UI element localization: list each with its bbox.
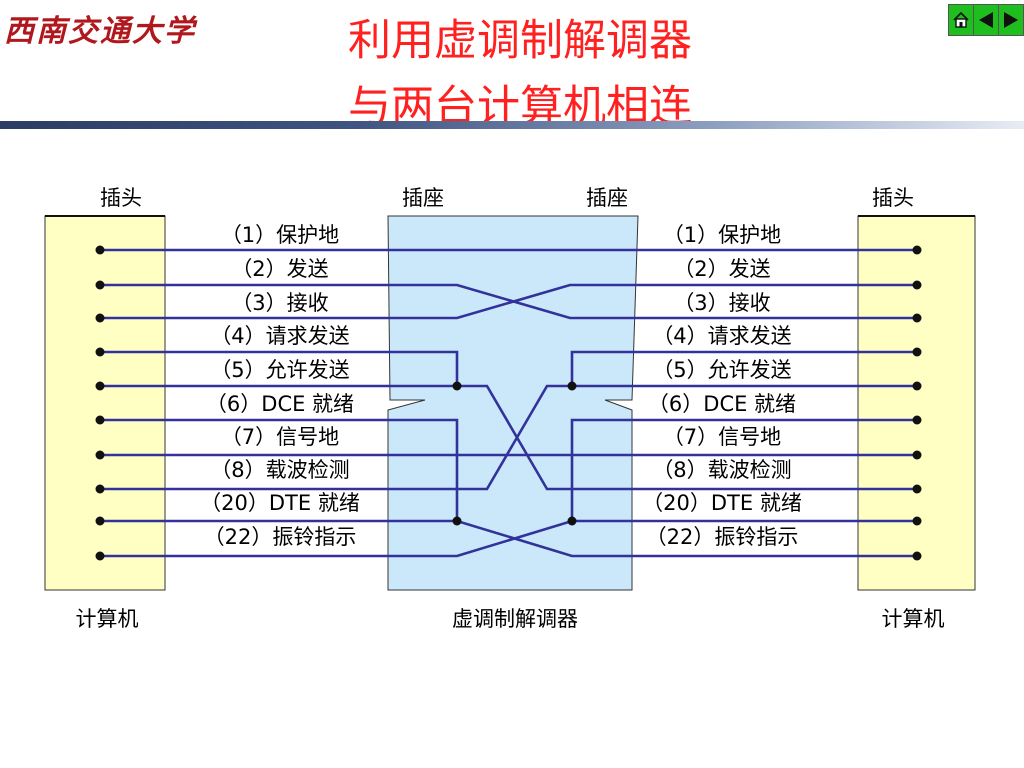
right-computer-connector — [858, 216, 975, 590]
triangle-left-icon — [979, 12, 993, 28]
left-junction-dot — [452, 381, 462, 391]
wire-left-rts-loop — [100, 350, 459, 386]
left-pin-dot — [95, 450, 105, 460]
left-pin-dot — [95, 516, 105, 526]
left-signal-label: （4）请求发送 — [210, 324, 349, 348]
left-pin-dot — [95, 484, 105, 494]
left-computer-connector — [45, 216, 165, 590]
left-computer-label: 计算机 — [76, 607, 139, 631]
left-junction-dot — [452, 516, 462, 526]
left-signal-label: （3）接收 — [231, 291, 328, 315]
triangle-right-icon — [1004, 12, 1018, 28]
right-pin-dot — [912, 313, 922, 323]
right-pin-dot — [912, 245, 922, 255]
wire-left-dsr — [100, 418, 459, 521]
right-pin-dot — [912, 415, 922, 425]
right-junction-dot — [567, 381, 577, 391]
right-signal-label: （1）保护地 — [663, 223, 781, 247]
left-signal-label: （6）DCE 就绪 — [206, 392, 354, 416]
right-signal-label: （4）请求发送 — [652, 324, 791, 348]
modem-label: 虚调制解调器 — [452, 607, 578, 631]
university-logo: 西南交通大学 — [4, 14, 196, 49]
wire-right-rts-loop — [570, 350, 917, 386]
right-pin-dot — [912, 516, 922, 526]
right-pin-dot — [912, 280, 922, 290]
null-modem-diagram: （1）保护地 （2）发送 （3）接收 （4）请求发送 （5）允许发送 （6）DCE 就绪 （… — [44, 186, 976, 631]
wire-left-cts-to-right-cd — [100, 384, 917, 491]
right-signal-label: （7）信号地 — [663, 425, 781, 449]
left-signal-label: （20）DTE 就绪 — [200, 491, 360, 515]
slide-title-line-1: 利用虚调制解调器 — [348, 16, 692, 66]
title-divider-bar — [0, 121, 1024, 129]
left-pin-dot — [95, 415, 105, 425]
home-icon — [953, 11, 969, 28]
left-signal-label: （22）振铃指示 — [204, 525, 357, 549]
left-pin-dot — [95, 381, 105, 391]
next-slide-button[interactable] — [998, 5, 1023, 35]
null-modem-body — [387, 215, 639, 591]
right-signal-label: （8）载波检测 — [652, 458, 791, 482]
left-pin-dot — [95, 245, 105, 255]
left-socket-label: 插座 — [402, 186, 444, 210]
right-junction-dot — [567, 516, 577, 526]
right-signal-label: （5）允许发送 — [652, 358, 791, 382]
left-signal-label: （8）载波检测 — [210, 458, 349, 482]
wire-group — [100, 248, 917, 558]
left-signal-label: （7）信号地 — [221, 425, 339, 449]
pin-dot-group — [95, 245, 922, 561]
wire-receive-cross — [100, 283, 917, 320]
left-pin-dot — [95, 347, 105, 357]
right-pin-dot — [912, 450, 922, 460]
left-pin-dot — [95, 313, 105, 323]
left-pin-dot — [95, 551, 105, 561]
right-signal-label: （2）发送 — [673, 257, 770, 281]
slide-navigation — [948, 4, 1024, 36]
right-signal-label: （20）DTE 就绪 — [642, 491, 802, 515]
left-signal-label: （5）允许发送 — [210, 358, 349, 382]
left-pin-dot — [95, 280, 105, 290]
right-socket-label: 插座 — [586, 186, 628, 210]
right-pin-dot — [912, 484, 922, 494]
wire-right-dsr — [570, 418, 917, 521]
right-computer-label: 计算机 — [882, 607, 945, 631]
previous-slide-button[interactable] — [973, 5, 998, 35]
wire-right-cts-to-left-cd — [100, 384, 917, 491]
left-plug-label: 插头 — [100, 186, 142, 210]
left-signal-label: （1）保护地 — [221, 223, 339, 247]
right-signal-label: （22）振铃指示 — [646, 525, 799, 549]
right-pin-dot — [912, 551, 922, 561]
right-signal-label: （3）接收 — [673, 291, 770, 315]
right-pin-dot — [912, 347, 922, 357]
left-signal-label: （2）发送 — [231, 257, 328, 281]
right-signal-label: （6）DCE 就绪 — [648, 392, 796, 416]
right-signal-labels: （1）保护地 （2）发送 （3）接收 （4）请求发送 （5）允许发送 （6）DCE 就绪 （… — [642, 223, 802, 549]
wire-right-dtr-to-left-ri — [100, 519, 917, 558]
right-pin-dot — [912, 381, 922, 391]
home-button[interactable] — [949, 5, 973, 35]
left-signal-labels: （1）保护地 （2）发送 （3）接收 （4）请求发送 （5）允许发送 （6）DCE 就绪 （… — [200, 223, 360, 549]
right-plug-label: 插头 — [872, 186, 914, 210]
